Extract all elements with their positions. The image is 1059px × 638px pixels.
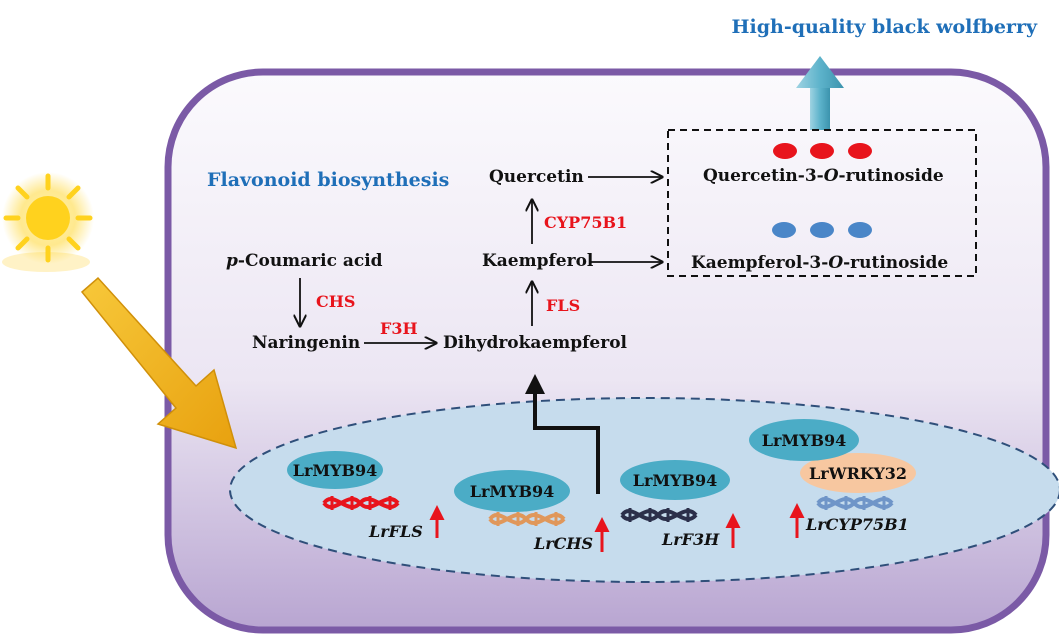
gene-lrcyp75b1: LrCYP75B1 <box>805 515 909 534</box>
page-title: High-quality black wolfberry <box>732 16 1038 38</box>
regulation-arrow <box>533 392 600 494</box>
compound-kaempferol: Kaempferol <box>482 251 594 271</box>
compound-quercetin: Quercetin <box>489 167 584 187</box>
quercetin-dots <box>773 143 872 159</box>
compound-naringenin: Naringenin <box>252 333 360 353</box>
tf-label-1: LrMYB94 <box>293 461 378 480</box>
compound-dihydrokaempferol: Dihydrokaempferol <box>443 333 628 353</box>
kaempferol-dots <box>772 222 872 238</box>
tf-lrmyb94-2 <box>454 470 570 512</box>
tf-label-4: LrMYB94 <box>762 431 847 450</box>
tf-lrmyb94-1 <box>287 451 383 489</box>
up-arrow-icon <box>796 56 844 130</box>
enzyme-cyp75b1: CYP75B1 <box>544 213 627 232</box>
tf-lrmyb94-3 <box>620 460 730 500</box>
gene-lrfls: LrFLS <box>368 522 423 541</box>
enzyme-fls: FLS <box>546 296 580 315</box>
enzyme-f3h: F3H <box>380 319 418 338</box>
sun-icon <box>2 172 94 272</box>
section-label: Flavonoid biosynthesis <box>207 169 449 191</box>
tf-label-3: LrMYB94 <box>633 471 718 490</box>
pathway-arrows <box>300 177 662 343</box>
tf-label-2: LrMYB94 <box>470 482 555 501</box>
compound-coumaric-acid: p-Coumaric acid <box>226 251 383 271</box>
highlight-arrow-icon <box>80 276 238 450</box>
compound-kaempferol-rutinoside: Kaempferol-3-O-rutinoside <box>691 253 948 273</box>
tf-lrmyb94-4 <box>749 419 859 461</box>
product-box <box>667 129 977 277</box>
enzyme-chs: CHS <box>316 292 355 311</box>
gene-lrf3h: LrF3H <box>661 530 720 549</box>
tf-lrwrky32 <box>800 453 916 493</box>
gene-lrchs: LrCHS <box>533 534 593 553</box>
upregulation-arrows <box>429 503 805 552</box>
regulation-arrowhead <box>525 374 545 394</box>
compound-quercetin-rutinoside: Quercetin-3-O-rutinoside <box>703 166 944 186</box>
tf-label-5: LrWRKY32 <box>809 464 907 483</box>
